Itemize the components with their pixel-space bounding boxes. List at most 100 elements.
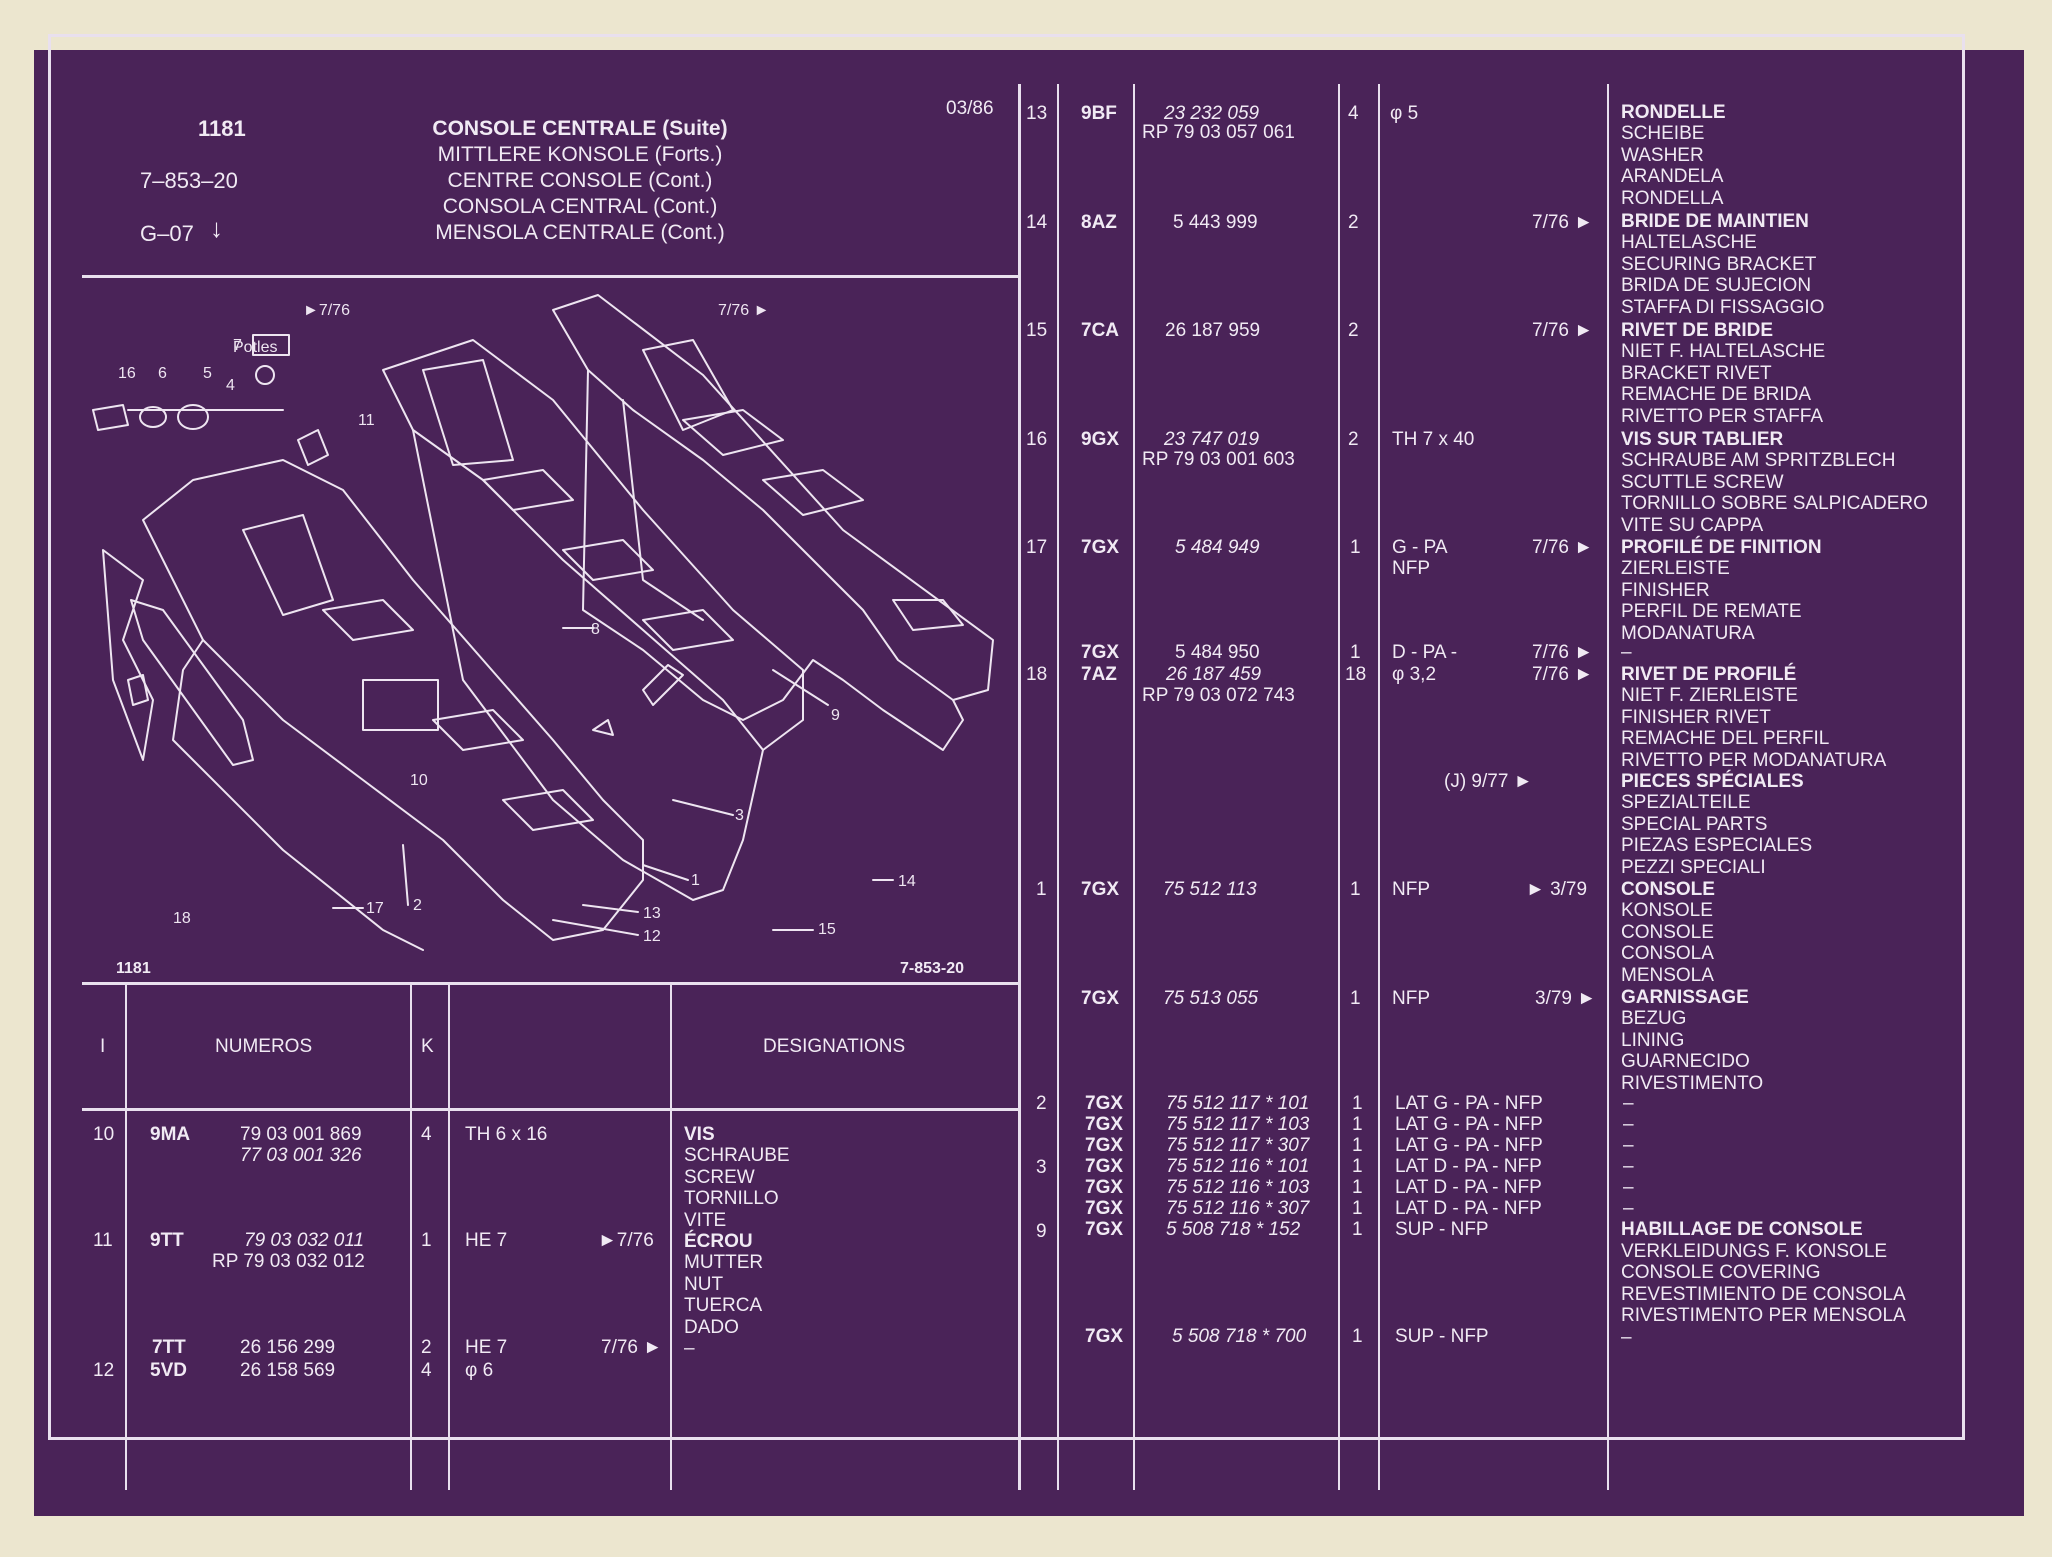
table-row-qty: 2 xyxy=(1348,429,1359,450)
table-row-qty: 1 xyxy=(421,1230,432,1251)
table-row-spec: NFP xyxy=(1392,879,1430,900)
table-row-spec: TH 7 x 40 xyxy=(1392,429,1475,450)
table-row-code: 7GX xyxy=(1081,879,1120,900)
table-row-qty: 4 xyxy=(421,1124,432,1145)
table-row-spec: LAT G - PA - NFP xyxy=(1395,1114,1543,1135)
table-row-qty: 1 xyxy=(1352,1093,1363,1114)
title-de: MITTLERE KONSOLE (Forts.) xyxy=(437,143,723,166)
table-row-date: 7/76 ► xyxy=(1532,320,1594,341)
label-plate-part xyxy=(252,334,290,356)
table-row-desc: – xyxy=(1623,1177,1634,1198)
table-row-code: 7GX xyxy=(1085,1114,1124,1135)
divider-drawing-bottom xyxy=(82,982,1020,985)
col-line-right-2 xyxy=(1133,84,1135,1490)
table-row-code: 9BF xyxy=(1081,103,1117,124)
callout-11: 11 xyxy=(358,412,375,429)
table-row-qty: 1 xyxy=(1352,1326,1363,1347)
col-line-left-4 xyxy=(670,983,672,1490)
finisher-strip-part xyxy=(130,599,254,766)
finisher-rivet-part xyxy=(127,674,149,706)
table-row-spec: NFP xyxy=(1392,988,1430,1009)
table-row-number: 23 747 019 xyxy=(1164,429,1260,450)
table-row-spec: NFP xyxy=(1392,558,1430,579)
table-row-number: 5 508 718 * 700 xyxy=(1172,1326,1307,1347)
storage-tray-part xyxy=(362,679,439,731)
table-row-number: RP 79 03 032 012 xyxy=(212,1251,365,1272)
table-row-number: 26 187 959 xyxy=(1165,320,1261,341)
table-row-date: 7/76 ► xyxy=(601,1337,663,1358)
screw-part xyxy=(92,404,129,431)
callout-7: 7 xyxy=(233,337,242,354)
table-row-index: 10 xyxy=(93,1124,115,1145)
console-body-part xyxy=(102,459,644,951)
table-row-desc: HABILLAGE DE CONSOLE xyxy=(1621,1219,1863,1240)
table-row-qty: 1 xyxy=(1352,1219,1363,1240)
table-row-qty: 1 xyxy=(1352,1198,1363,1219)
table-row-code: 7GX xyxy=(1085,1093,1124,1114)
title-it: MENSOLA CENTRALE (Cont.) xyxy=(435,221,725,244)
col-line-left-3 xyxy=(448,983,450,1490)
table-row-qty: 1 xyxy=(1352,1177,1363,1198)
table-row-spec: HE 7 xyxy=(465,1337,508,1358)
table-row-desc: – xyxy=(1623,1135,1634,1156)
table-row-qty: 1 xyxy=(1352,1114,1363,1135)
table-row-date: 7/76 ► xyxy=(1532,642,1594,663)
divider-header xyxy=(82,275,1020,278)
table-row-spec: SUP - NFP xyxy=(1395,1219,1489,1240)
title-es: CONSOLA CENTRAL (Cont.) xyxy=(442,195,718,218)
table-row-date: ►7/76 xyxy=(598,1230,654,1251)
table-row-code: 7GX xyxy=(1085,1135,1124,1156)
table-row-code: 7GX xyxy=(1085,1326,1124,1347)
table-row-number: 75 513 055 xyxy=(1163,988,1259,1009)
callout-14: 14 xyxy=(898,873,916,890)
table-row-qty: 4 xyxy=(1348,103,1359,124)
drawing-footer-right: 7-853-20 xyxy=(900,960,965,977)
callout-4: 4 xyxy=(226,377,235,394)
table-row-date: 7/76 ► xyxy=(1532,664,1594,685)
table-row-number: 26 187 459 xyxy=(1166,664,1262,685)
callout-9: 9 xyxy=(831,707,840,724)
table-row-code: 7CA xyxy=(1081,320,1120,341)
table-row-spec: φ 5 xyxy=(1390,103,1419,124)
table-row-number: 26 156 299 xyxy=(240,1337,336,1358)
table-row-spec: φ 6 xyxy=(465,1360,494,1381)
table-row-index: 17 xyxy=(1026,537,1048,558)
table-row-code: 7GX xyxy=(1085,1156,1124,1177)
table-row-qty: 1 xyxy=(1350,642,1361,663)
table-row-number: 79 03 001 869 xyxy=(240,1124,362,1145)
table-row-qty: 2 xyxy=(421,1337,432,1358)
nut-part xyxy=(177,404,209,430)
table-row-desc: – xyxy=(1623,1156,1634,1177)
table-row-spec: TH 6 x 16 xyxy=(465,1124,548,1145)
table-row-desc: – xyxy=(1623,1198,1634,1219)
table-row-number: 5 443 999 xyxy=(1173,212,1258,233)
table-row-date: (J) 9/77 ► xyxy=(1444,771,1533,792)
table-row-qty: 1 xyxy=(1350,537,1361,558)
callout-3: 3 xyxy=(735,807,744,824)
table-row-code: 7AZ xyxy=(1081,664,1117,685)
table-row-qty: 1 xyxy=(1350,988,1361,1009)
down-arrow-icon: ↓ xyxy=(210,213,223,243)
callout-8: 8 xyxy=(591,621,600,638)
header-date: 03/86 xyxy=(946,98,994,119)
table-row-date: 3/79 ► xyxy=(1535,988,1597,1009)
table-row-number: RP 79 03 072 743 xyxy=(1142,685,1295,706)
exploded-view-drawing: Potles ►7/76 7/76 ► 16 6 5 7 4 11 8 9 10… xyxy=(92,294,994,951)
drawing-footer-left: 1181 xyxy=(116,960,151,977)
callout-10: 10 xyxy=(410,772,428,789)
title-fr: CONSOLE CENTRALE (Suite) xyxy=(432,117,728,140)
table-row-code: 8AZ xyxy=(1081,212,1117,233)
rivet-part xyxy=(255,365,275,385)
table-row-number: 5 484 950 xyxy=(1175,642,1260,663)
table-row-number: RP 79 03 057 061 xyxy=(1142,122,1295,143)
table-row-code: 7TT xyxy=(152,1337,186,1358)
table-row-index: 2 xyxy=(1036,1093,1047,1114)
